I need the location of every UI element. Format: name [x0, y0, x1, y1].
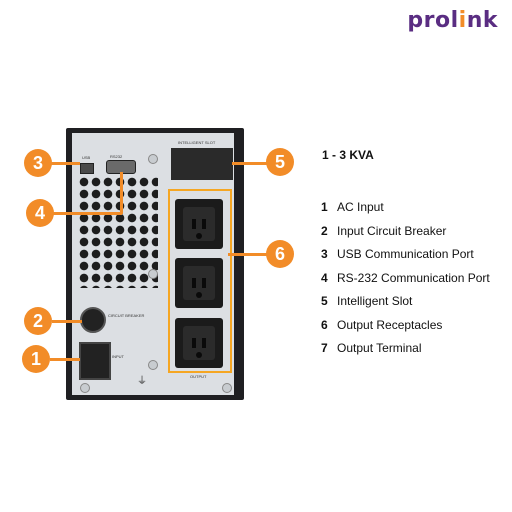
- leader-line-1: [50, 358, 80, 361]
- usb-label: USB: [82, 155, 91, 160]
- leader-line-4-vertical: [120, 172, 123, 214]
- output-receptacle-3: [175, 318, 223, 368]
- screw-icon: [80, 383, 90, 393]
- callout-badge-2: 2: [24, 307, 52, 335]
- ventilation-grille: [78, 176, 158, 288]
- callout-badge-5: 5: [266, 148, 294, 176]
- logo-text-accent: i: [458, 8, 467, 33]
- product-title: 1 - 3 KVA: [322, 148, 374, 162]
- leader-line-5: [232, 162, 270, 165]
- callout-badge-1: 1: [22, 345, 50, 373]
- logo-text-post: nk: [466, 8, 498, 33]
- logo-text-pre: prol: [407, 8, 459, 33]
- circuit-breaker: [80, 307, 106, 333]
- output-highlight-frame: [168, 189, 232, 373]
- leader-line-6: [228, 253, 268, 256]
- leader-line-2: [52, 320, 82, 323]
- callout-badge-6: 6: [266, 240, 294, 268]
- usb-port: [80, 163, 94, 174]
- screw-icon: [148, 269, 158, 279]
- prolink-logo: prolink: [407, 8, 498, 33]
- ac-input-socket: [79, 342, 111, 380]
- output-label: OUTPUT: [190, 374, 207, 379]
- screw-icon: [222, 383, 232, 393]
- breaker-label: CIRCUIT BREAKER: [108, 313, 145, 318]
- callout-badge-4: 4: [26, 199, 54, 227]
- ground-icon: ⏚: [137, 376, 147, 387]
- output-receptacle-2: [175, 258, 223, 308]
- leader-line-3: [50, 162, 80, 165]
- intelligent-slot: [171, 148, 233, 180]
- rs232-label: RS232: [110, 154, 123, 159]
- slot-label: INTELLIGENT SLOT: [178, 140, 216, 145]
- input-label: INPUT: [112, 354, 124, 359]
- callout-badge-3: 3: [24, 149, 52, 177]
- leader-line-4: [52, 212, 122, 215]
- output-receptacle-1: [175, 199, 223, 249]
- screw-icon: [148, 154, 158, 164]
- screw-icon: [148, 360, 158, 370]
